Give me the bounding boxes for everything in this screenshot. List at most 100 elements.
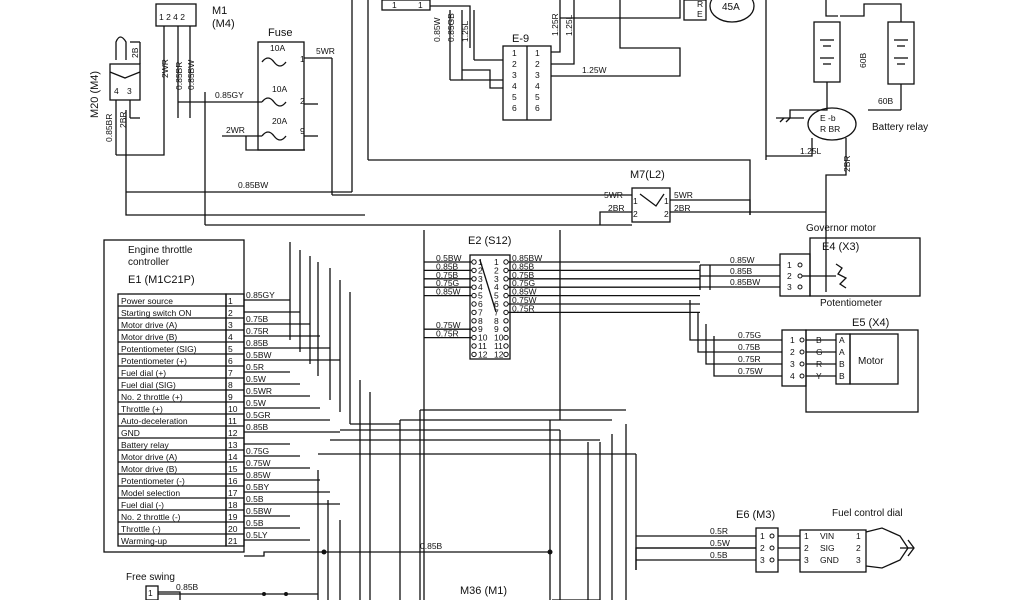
e1-title-2: controller [128,257,170,268]
gov-pin: 3 [787,282,792,292]
e2-pin-right [503,276,509,282]
fuse-3-pin: 9 [300,126,305,136]
e1-row-pin: 1 [228,296,233,306]
wire-125l-b: 1.25L [564,14,574,36]
e2-wire-right-label: 0.75W [512,295,537,305]
e1-row-wire-label: 0.5WR [246,386,272,396]
e5-pin-dot [799,337,805,343]
e2-pin-left [471,343,477,349]
svg-text:5: 5 [535,92,540,102]
e2-pin-right-number: 1 [494,257,499,267]
e1-row-label: Starting switch ON [121,308,191,318]
e1-row-pin: 12 [228,428,238,438]
e5-wire-label: 0.75B [738,342,761,352]
e2-pin-right-number: 7 [494,307,499,317]
fuse-1-pin: 1 [300,54,305,64]
e6-pin2: 2 [856,543,861,553]
e1-row-label: Auto-deceleration [121,416,188,426]
e2-wire-right-label: 0.85B [512,261,535,271]
e2-wire-right-label: 0.75B [512,270,535,280]
e1-row-pin: 8 [228,380,233,390]
m7-connector: M7(L2) 1 2 1 2 5WR 2BR 5WR 2BR 0.85BW [204,92,826,226]
m1-connector: 1 2 4 2 M1 (M4) 2WR 0.85BR 0.85BW [155,3,235,118]
fuse-title: Fuse [268,27,292,39]
e6-num: 3 [804,555,809,565]
m7-wire-right-2: 2BR [674,203,691,213]
e6-pin-dot [769,533,775,539]
e5-wire [713,336,782,377]
e2-pin-right [503,326,509,332]
e1-row-pin: 4 [228,332,233,342]
wire-125r: 1.25R [550,13,560,36]
e2-pin-left-number: 11 [478,341,487,351]
m36-name: M36 (M1) [460,585,507,597]
e6-label: VIN [820,531,834,541]
e5-wire-label: 0.75W [738,366,763,376]
m20-wire-2b: 2B [130,47,140,58]
e1-row-wire-label: 0.85W [246,470,271,480]
e6-pin-dot [769,557,775,563]
e1-row-label: Fuel dial (+) [121,368,166,378]
e5-pin: 4 [790,371,795,381]
svg-text:6: 6 [535,103,540,113]
e2-pin-left [471,309,477,316]
e1-row-label: Motor drive (B) [121,464,177,474]
fuse-2-pin: 2 [300,96,305,106]
e1-row-label: Motor drive (A) [121,320,177,330]
e6-wire-label: 0.5W [710,538,730,548]
e2-connector: E2 (S12) 10.5BW20.85B30.75B40.75G50.85W6… [423,230,700,600]
gov-pin-dot [797,284,803,290]
e1-row-pin: 6 [228,356,233,366]
wire-125l-relay: 1.25L [800,146,822,156]
e2-wire-right-label: 0.75R [512,303,535,313]
m7-name: M7(L2) [630,169,665,181]
e1-row-wire-label: 0.5R [246,362,264,372]
e1-row-label: GND [121,428,140,438]
e1-row-wire-label: 0.5W [246,374,266,384]
e1-row-label: Throttle (+) [121,404,163,414]
e1-row-pin: 5 [228,344,233,354]
gov-pin-dot [797,273,803,279]
e2-pin-right-number: 11 [494,341,503,351]
e5-wire [689,300,782,341]
e2-pin-right-number: 4 [494,282,499,292]
e2-pin-right-number: 6 [494,299,499,309]
e2-pin-left [471,301,477,307]
e2-pin-left-number: 5 [478,291,483,301]
svg-text:R: R [697,0,703,9]
e5-term: A [839,335,845,345]
wire-125w: 1.25W [582,65,607,75]
e1-row-pin: 3 [228,320,233,330]
m20-switch: 4 3 M20 (M4) 2B 0.85BR 2BR [89,36,365,216]
e1-row-wire-label: 0.85B [246,422,269,432]
e2-pin-left [471,326,477,332]
m20-pin-4: 4 [114,86,119,96]
e2-wire-left-label: 0.85B [436,261,459,271]
wire-085bw-mid: 0.85BW [238,180,268,190]
e1-title-1: Engine throttle [128,245,193,256]
e2-pin-left [471,276,477,282]
e2-pin-right-number: 10 [494,333,504,343]
e1-row-wire-label: 0.75G [246,446,269,456]
e1-row-label: Model selection [121,488,180,498]
e1-row-wire-label: 0.85B [246,338,269,348]
e1-row-wire-label: 0.85GY [246,290,275,300]
e2-wire-right-label: 0.75G [512,278,535,288]
e1-row-label: Potentiometer (+) [121,356,187,366]
wire-2br-relay: 2BR [842,155,852,172]
svg-text:1: 1 [535,48,540,58]
e2-pin-right [503,309,509,316]
fuse-1-wire: 5WR [316,46,335,56]
e2-pin-left-number: 10 [478,333,488,343]
gov-pin: 1 [787,260,792,270]
e1-row-pin: 7 [228,368,233,378]
e2-wire-right-label: 0.85W [512,287,537,297]
e1-row-wire-label: 0.5B [246,494,264,504]
gov-pin: 2 [787,271,792,281]
fuse-2-wire: 0.85GY [215,90,244,100]
e1-row-wire-label: 0.5B [246,518,264,528]
wire-085gb: 0.85GB [446,13,456,42]
